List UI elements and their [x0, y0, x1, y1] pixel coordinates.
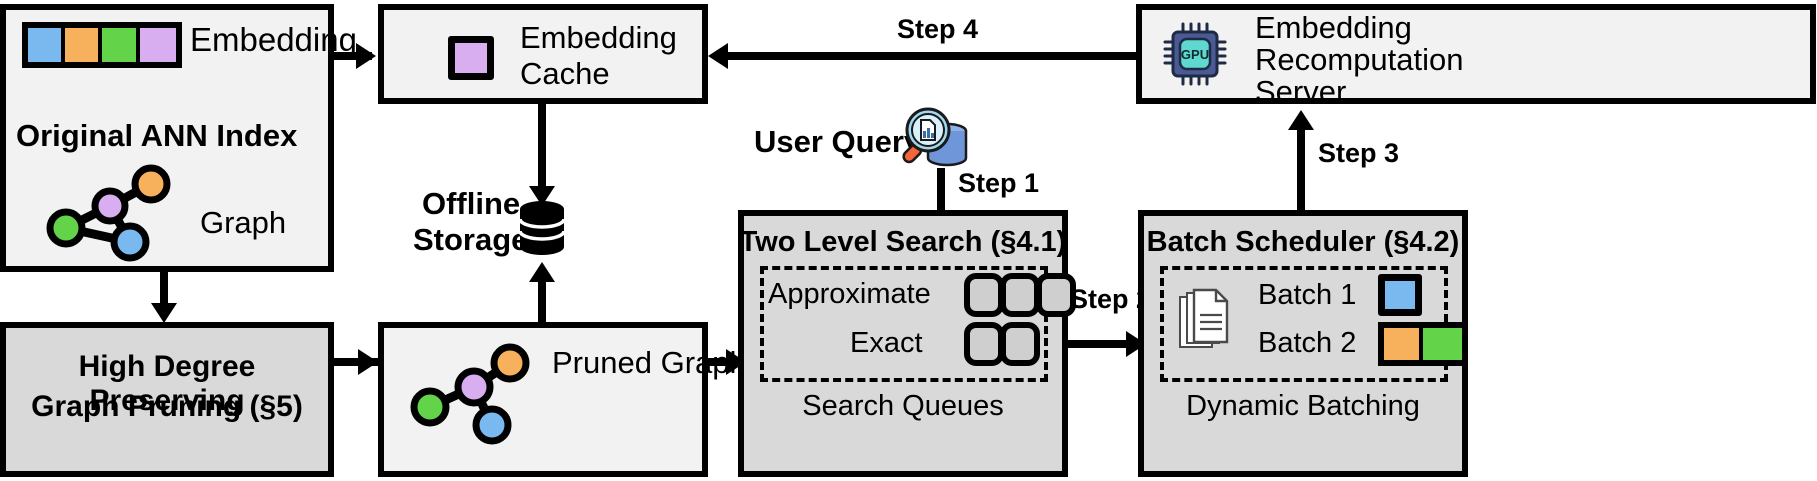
documents-icon — [1179, 288, 1229, 348]
embedding-label: Embedding — [190, 21, 357, 58]
connector-pruned-graph-to-storage — [538, 280, 546, 322]
arrowhead-index-to-pruning — [151, 303, 177, 323]
connector-pruning-to-pruned-graph — [334, 358, 378, 366]
graph-pruning-title-line2: Graph Pruning (§5) — [31, 390, 303, 423]
search-queues-footer: Search Queues — [802, 390, 1004, 422]
connector-query-to-search — [937, 168, 945, 220]
arrowhead-index-to-cache — [356, 43, 376, 69]
user-query-label: User Query — [754, 124, 922, 159]
approximate-slot-3[interactable] — [1036, 273, 1076, 317]
search-database-icon — [902, 107, 968, 167]
step3-label: Step 3 — [1318, 138, 1400, 168]
embedding-cache-swatch — [448, 36, 494, 80]
embedding-cache-title-line1: Embedding — [520, 20, 677, 55]
connector-server-to-cache — [726, 52, 1136, 60]
offline-storage-label-line2: Storage — [413, 222, 529, 257]
original-ann-index-title: Original ANN Index — [16, 118, 298, 153]
search-queues-dashed-region — [760, 266, 1048, 382]
embedding-cache-box — [378, 4, 708, 104]
pruned-graph-icon — [410, 343, 530, 445]
arrowhead-scheduler-to-server — [1288, 110, 1314, 130]
blue-node — [110, 222, 150, 262]
recomputation-server-title-line2: Recomputation — [1255, 42, 1464, 77]
embedding-swatch-blue — [28, 28, 66, 62]
batch-1-swatch-blue — [1378, 274, 1422, 316]
graph-pruning-box — [0, 322, 334, 477]
gpu-icon-text: GPU — [1181, 47, 1209, 62]
connector-cache-to-storage — [538, 104, 546, 192]
arrowhead-cache-to-storage — [529, 186, 555, 206]
batch-2-swatch-green — [1423, 328, 1462, 360]
batch-2-swatch-strip — [1378, 322, 1468, 366]
orange-node — [490, 343, 530, 383]
embedding-swatch-purple — [139, 28, 176, 62]
recomputation-server-title-line1: Embedding — [1255, 10, 1412, 45]
recomputation-server-box — [1136, 4, 1816, 104]
dynamic-batching-footer: Dynamic Batching — [1186, 390, 1420, 422]
exact-slot-2[interactable] — [1000, 322, 1040, 366]
arrowhead-server-to-cache — [708, 43, 728, 69]
exact-row-label: Exact — [850, 327, 923, 359]
batch-2-label: Batch 2 — [1258, 327, 1357, 359]
embedding-swatch-orange — [65, 28, 103, 62]
green-node — [410, 387, 450, 427]
embedding-swatch-green — [102, 28, 140, 62]
gpu-chip-icon: GPU — [1163, 22, 1227, 86]
approximate-row-label: Approximate — [768, 278, 931, 310]
offline-storage-label-line1: Offline — [422, 186, 521, 221]
arrowhead-pruning-to-pruned-graph — [358, 349, 378, 375]
orange-node — [131, 164, 171, 204]
graph-label: Graph — [200, 205, 287, 240]
step1-label: Step 1 — [958, 168, 1040, 198]
approximate-slot-2[interactable] — [1000, 273, 1040, 317]
recomputation-server-title-line3: Server — [1255, 74, 1347, 109]
step2-label: Step 2 — [1070, 284, 1152, 314]
two-level-search-title: Two Level Search (§4.1) — [739, 226, 1067, 258]
step4-label: Step 4 — [897, 14, 979, 44]
batch-2-swatch-orange — [1384, 328, 1424, 360]
approximate-slot-1[interactable] — [964, 273, 1004, 317]
embedding-cache-title-line2: Cache — [520, 56, 610, 91]
database-icon — [518, 201, 566, 255]
arrowhead-pruned-graph-to-storage — [529, 262, 555, 282]
connector-search-to-scheduler — [1068, 340, 1144, 348]
blue-node — [472, 405, 512, 445]
original-graph-icon — [46, 164, 171, 262]
purple-node — [454, 367, 494, 407]
connector-scheduler-to-server — [1297, 128, 1305, 212]
green-node — [46, 208, 86, 248]
exact-slot-1[interactable] — [964, 322, 1004, 366]
embedding-swatch-strip — [22, 22, 182, 68]
batch-scheduler-title: Batch Scheduler (§4.2) — [1146, 226, 1460, 258]
connector-index-to-pruning — [160, 272, 168, 308]
connector-index-to-cache — [334, 52, 372, 60]
graph-pruning-title-line1: High Degree Preserving — [78, 350, 256, 417]
batch-1-label: Batch 1 — [1258, 279, 1357, 311]
purple-node — [91, 187, 129, 225]
